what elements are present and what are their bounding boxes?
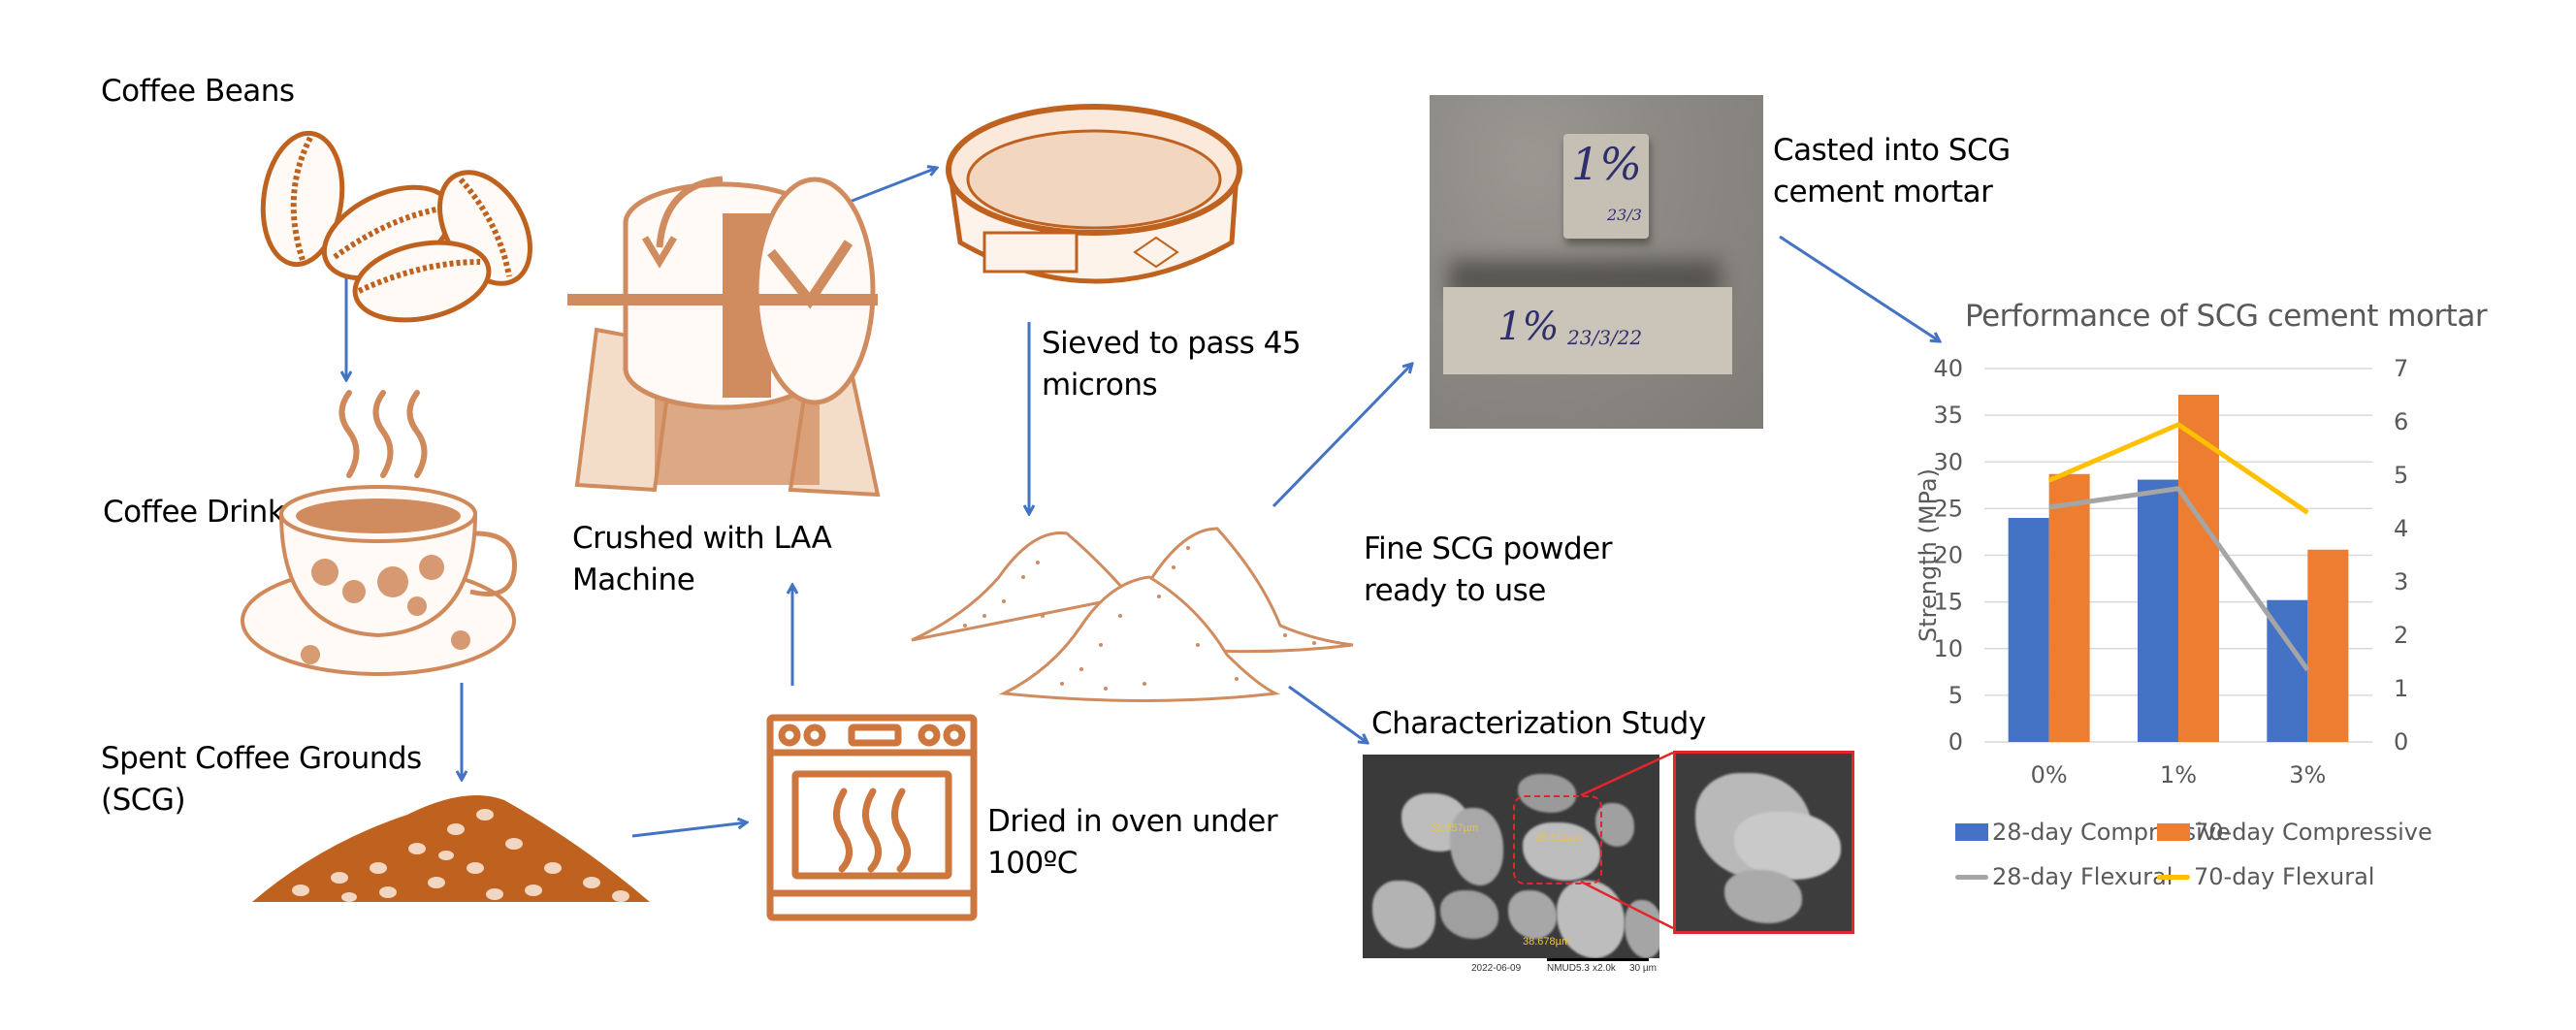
label-coffee-drink: Coffee Drink [103, 495, 285, 530]
arrow-powder-to-cast [1272, 364, 1412, 508]
scg-powder-icon [911, 527, 1354, 702]
sem-info-bar: 2022-06-09 NMUD5.3 x2.0k 30 µm [1363, 958, 1659, 980]
arrow-cast-to-chart [1779, 235, 1940, 341]
label-line: Casted into SCG [1773, 133, 2011, 168]
legend-label: 70-day Flexural [2194, 863, 2375, 890]
sem-instrument: NMUD5.3 [1547, 963, 1590, 974]
label-casted: Casted into SCG cement mortar [1773, 130, 2011, 213]
bar-70-day-compressive [2048, 473, 2090, 742]
sem-zoom-region [1513, 795, 1602, 885]
label-coffee-beans: Coffee Beans [101, 74, 295, 109]
y2-tick-label: 5 [2394, 462, 2408, 489]
y-tick-label: 25 [1933, 495, 1963, 522]
mortar-specimen-photo: 1% 23/3 1% 23/3/22 [1430, 95, 1763, 429]
label-crushed: Crushed with LAA Machine [572, 518, 832, 601]
legend-28-day-compressive: 28-day Compressive [1955, 819, 2231, 846]
label-line: Fine SCG powder [1364, 531, 1612, 566]
legend-label: 28-day Flexural [1992, 863, 2174, 890]
label-line: Sieved to pass 45 [1042, 326, 1302, 361]
legend-swatch [1955, 874, 1988, 880]
x-tick-label: 3% [2289, 761, 2326, 789]
y-tick-label: 40 [1933, 355, 1963, 382]
legend-swatch [1955, 823, 1988, 841]
label-spent-coffee-grounds: Spent Coffee Grounds (SCG) [101, 738, 422, 821]
y-tick-label: 30 [1933, 448, 1963, 475]
label-line: ready to use [1364, 573, 1546, 608]
x-tick-label: 1% [2160, 761, 2197, 789]
y2-tick-label: 3 [2394, 568, 2408, 595]
y-tick-label: 20 [1933, 542, 1963, 569]
strength-chart: 0 5 10 15 20 25 30 35 40 0 1 2 3 4 5 6 7 0% 1% 3% Strength (… [1915, 355, 2408, 789]
y-tick-label: 35 [1933, 402, 1963, 429]
legend-70-day-compressive: 70-day Compressive [2157, 819, 2432, 846]
legend-swatch [2157, 874, 2190, 880]
label-characterization: Characterization Study [1371, 706, 1706, 741]
y2-tick-label: 6 [2394, 408, 2408, 435]
arrow-scg-to-oven [631, 822, 747, 838]
legend-label: 28-day Compressive [1992, 819, 2231, 846]
y2-tick-label: 0 [2394, 728, 2408, 756]
label-line: Crushed with LAA [572, 521, 832, 556]
bar-70-day-compressive [2178, 394, 2219, 742]
cube-label: 1% [1571, 138, 1642, 190]
legend-swatch [2157, 823, 2190, 841]
coffee-beans-icon [260, 130, 532, 323]
prism-date: 23/3/22 [1567, 326, 1643, 349]
arrow-powder-to-characterization [1288, 685, 1368, 743]
cube-date: 23/3 [1607, 206, 1642, 224]
y2-tick-label: 2 [2394, 622, 2408, 649]
sem-scale-bar [1547, 958, 1649, 961]
spent-coffee-pile-icon [252, 795, 650, 902]
sem-scale: 30 µm [1629, 963, 1657, 974]
label-fine-powder: Fine SCG powder ready to use [1364, 529, 1612, 612]
label-sieved: Sieved to pass 45 microns [1042, 323, 1302, 406]
y-tick-label: 10 [1933, 635, 1963, 662]
label-line: cement mortar [1773, 175, 1993, 209]
label-dried: Dried in oven under 100ºC [987, 801, 1278, 885]
bar-28-day-compressive [2138, 479, 2178, 742]
sieve-icon [946, 104, 1242, 284]
label-line: (SCG) [101, 783, 186, 818]
sem-zoomed-detail [1673, 751, 1854, 934]
legend-28-day-flexural: 28-day Flexural [1955, 863, 2173, 890]
sem-measurement: 38.678µm [1523, 936, 1571, 948]
label-line: microns [1042, 368, 1158, 402]
y-tick-label: 15 [1933, 589, 1963, 616]
label-line: 100ºC [987, 846, 1078, 881]
y2-tick-label: 7 [2394, 355, 2408, 382]
y2-tick-label: 4 [2394, 515, 2408, 542]
label-line: Spent Coffee Grounds [101, 741, 422, 776]
laa-machine-icon [567, 176, 881, 498]
chart-title: Performance of SCG cement mortar [1965, 299, 2488, 334]
mortar-cube: 1% 23/3 [1563, 134, 1649, 239]
label-line: Dried in oven under [987, 804, 1278, 839]
arrow-crusher-to-sieve [849, 168, 937, 204]
sem-date: 2022-06-09 [1471, 963, 1522, 974]
label-line: Machine [572, 563, 695, 597]
y-tick-label: 5 [1948, 682, 1963, 709]
mortar-prism: 1% 23/3/22 [1443, 287, 1732, 374]
sem-measurement: 28.512µm [1535, 832, 1584, 844]
y2-tick-label: 1 [2394, 675, 2408, 702]
sem-micrograph: 32.957µm 28.512µm 38.678µm 2022-06-09 NM… [1363, 755, 1659, 980]
sem-magnification: x2.0k [1593, 963, 1616, 974]
bar-28-day-compressive [2008, 518, 2049, 742]
prism-label: 1% [1497, 305, 1560, 349]
x-tick-label: 0% [2031, 761, 2068, 789]
coffee-cup-icon [241, 390, 517, 676]
bar-70-day-compressive [2307, 549, 2349, 742]
legend-70-day-flexural: 70-day Flexural [2157, 863, 2374, 890]
legend-label: 70-day Compressive [2194, 819, 2432, 846]
oven-icon [766, 714, 978, 921]
y-axis-label: Strength (MPa) [1915, 468, 1942, 642]
sem-measurement: 32.957µm [1431, 822, 1479, 834]
y-tick-label: 0 [1948, 728, 1963, 756]
